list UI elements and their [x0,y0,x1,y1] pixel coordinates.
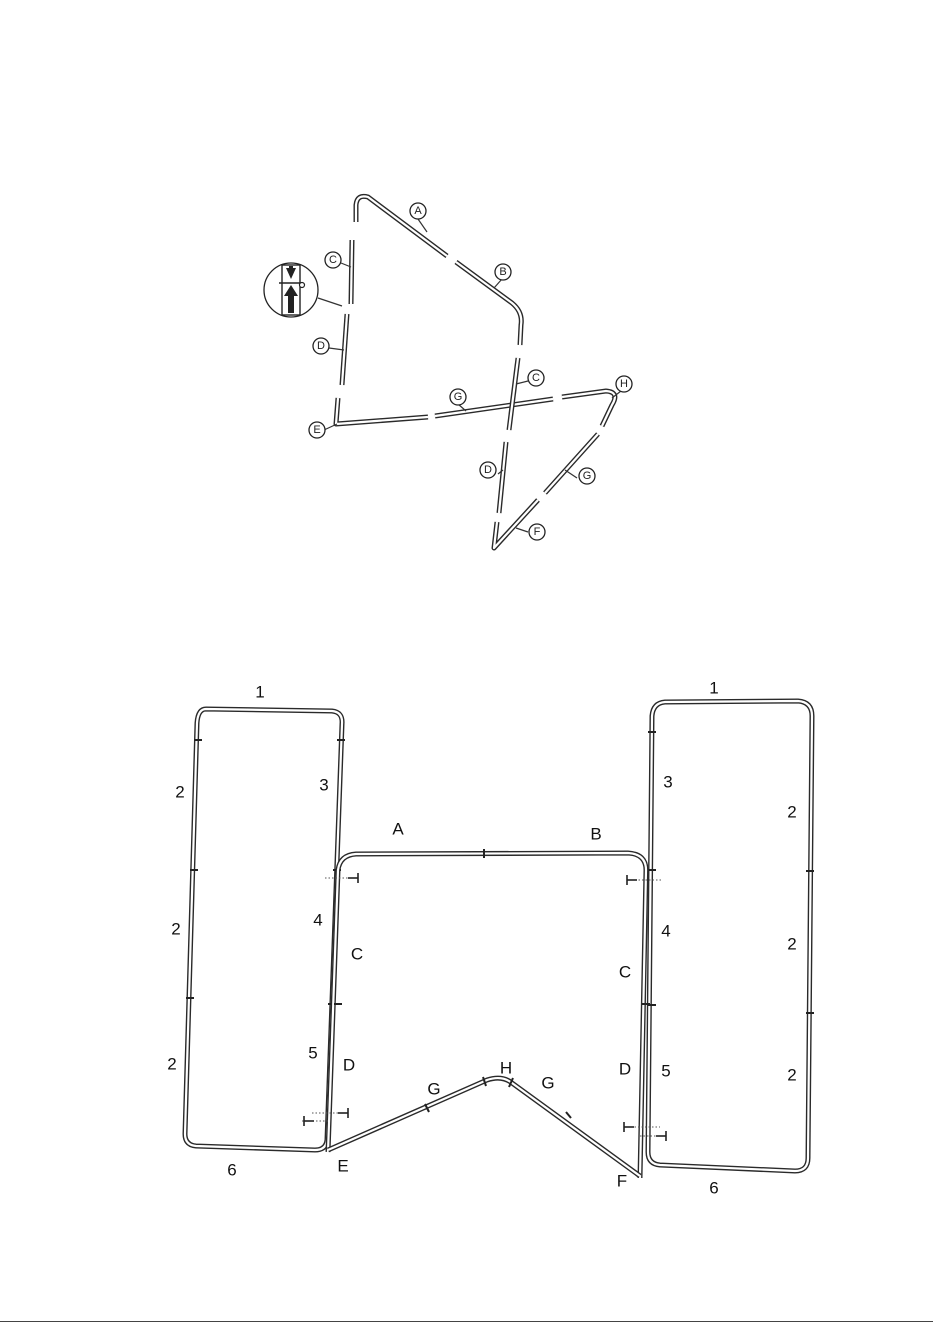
center-label-f: F [617,1172,627,1191]
part-e-tube [336,398,428,424]
center-label-b: B [590,825,601,844]
left-frame-label-3: 3 [319,776,328,795]
center-label-e: E [337,1157,348,1176]
svg-text:B: B [499,266,506,278]
center-label-c-left: C [351,945,363,964]
right-frame-label-4: 4 [661,922,670,941]
left-frame-label-bottom: 6 [227,1161,236,1180]
exploded-frame-diagram: A B C D E G H C G D F [264,196,632,548]
right-frame-label-3: 3 [663,773,672,792]
right-frame-label-right-3: 2 [787,1066,796,1085]
part-b-tube [456,262,521,345]
right-frame-label-bottom: 6 [709,1179,718,1198]
screw-upper-left [325,873,358,883]
right-frame-label-5: 5 [661,1062,670,1081]
svg-text:F: F [534,526,541,538]
center-label-h: H [500,1059,512,1078]
left-frame-label-left-3: 2 [167,1055,176,1074]
screw-lower-left [302,1108,348,1126]
part-c-left-tube [351,240,352,304]
right-frame-label-top: 1 [709,679,718,698]
left-frame-label-top: 1 [255,683,264,702]
assembled-frame-diagram: 1 2 2 2 3 4 5 6 1 3 4 5 2 2 2 6 A B C C … [167,679,814,1198]
part-g-diagonal-tube [545,434,598,493]
svg-text:H: H [620,378,628,390]
center-label-d-left: D [343,1056,355,1075]
svg-text:D: D [317,340,325,352]
left-frame-label-left-2: 2 [171,920,180,939]
svg-text:G: G [454,391,463,403]
svg-text:A: A [414,205,422,217]
svg-text:C: C [532,372,540,384]
label-c-right: C [528,370,544,386]
center-label-g-right: G [541,1074,554,1093]
left-frame-label-4: 4 [313,911,322,930]
svg-text:G: G [583,470,592,482]
label-a: A [410,203,426,219]
left-frame-label-left-1: 2 [175,783,184,802]
label-f: F [529,524,545,540]
label-h: H [616,376,632,392]
label-g-horizontal: G [450,389,466,405]
part-a-tube [356,196,447,256]
label-g-diagonal: G [579,468,595,484]
clip-detail-magnifier [264,263,342,317]
right-frame-label-right-2: 2 [787,935,796,954]
svg-text:E: E [313,424,320,436]
right-frame-label-right-1: 2 [787,803,796,822]
label-b: B [495,264,511,280]
label-e: E [309,422,325,438]
part-h-tube [562,391,615,426]
center-label-a: A [392,820,404,839]
part-d-right-tube [499,442,506,513]
label-d-left: D [313,338,329,354]
label-d-right: D [480,462,496,478]
svg-text:D: D [484,464,492,476]
left-frame-label-5: 5 [308,1044,317,1063]
part-c-right-tube [509,358,518,430]
svg-text:C: C [329,254,337,266]
label-c-left: C [325,252,341,268]
center-label-c-right: C [619,963,631,982]
center-label-g-left: G [427,1080,440,1099]
page-bottom-rule [0,1321,933,1322]
center-label-d-right: D [619,1060,631,1079]
center-frame [328,849,650,1178]
